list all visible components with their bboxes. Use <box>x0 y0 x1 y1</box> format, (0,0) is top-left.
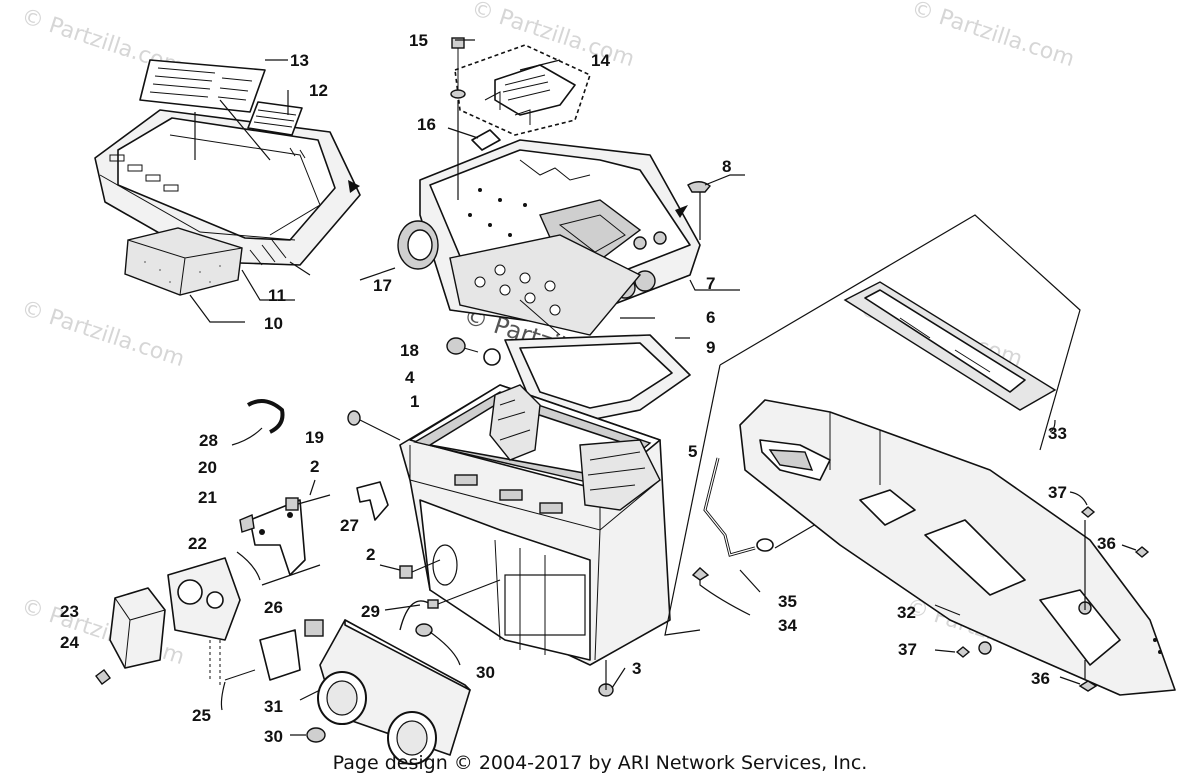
watermark-mid-left: © Partzilla.com <box>18 296 187 372</box>
part-23-box <box>109 587 166 669</box>
callout-29: 29 <box>361 602 380 621</box>
callout-23: 23 <box>60 602 79 621</box>
part-10-foam-filter <box>124 227 243 296</box>
callout-27: 27 <box>340 516 359 535</box>
part-34-screw <box>691 567 751 616</box>
page-footer: Page design © 2004-2017 by ARI Network S… <box>332 752 868 774</box>
part-24-screw <box>95 669 111 685</box>
part-11-cover <box>94 109 361 266</box>
callout-18: 18 <box>400 341 419 360</box>
callout-36-upper: 36 <box>1097 534 1116 553</box>
part-15-bolt <box>450 37 466 200</box>
part-6-foam-pad <box>449 234 642 336</box>
callout-2-upper: 2 <box>310 457 319 476</box>
part-14-module <box>454 44 591 136</box>
part-36-nut-upper <box>1134 546 1150 558</box>
part-33-gasket <box>843 281 1057 411</box>
part-35-rod <box>703 457 774 557</box>
callout-22: 22 <box>188 534 207 553</box>
callout-14: 14 <box>591 51 610 70</box>
callout-9: 9 <box>706 338 715 357</box>
arrow-indicator-icon <box>675 205 688 218</box>
part-37-screw-upper <box>1080 506 1096 518</box>
part-16-tag <box>471 129 501 151</box>
callout-12: 12 <box>309 81 328 100</box>
part-25-screw <box>224 669 256 681</box>
callout-17: 17 <box>373 276 392 295</box>
callout-11: 11 <box>268 286 286 305</box>
part-2-spacer-upper <box>285 497 299 511</box>
callout-37-lower: 37 <box>898 640 917 659</box>
part-4-foam <box>489 384 541 461</box>
callout-34: 34 <box>778 616 797 635</box>
watermark-top-right: © Partzilla.com <box>908 0 1077 72</box>
callout-13: 13 <box>290 51 309 70</box>
callout-30-upper: 30 <box>476 663 495 682</box>
part-26-bushing <box>304 619 324 637</box>
callout-8: 8 <box>722 157 731 176</box>
part-22-actuator <box>167 557 241 685</box>
callout-25: 25 <box>192 706 211 725</box>
callout-37-upper: 37 <box>1048 483 1067 502</box>
part-8-screw <box>687 181 711 240</box>
callout-1: 1 <box>410 392 419 411</box>
part-17-grommet <box>397 220 439 270</box>
callout-labels: 1 2 2 3 4 5 6 7 8 9 10 11 12 13 14 15 16… <box>60 31 1116 746</box>
callout-2-lower: 2 <box>366 545 375 564</box>
callout-35: 35 <box>778 592 797 611</box>
callout-32: 32 <box>897 603 916 622</box>
part-30-cap-upper <box>415 623 433 637</box>
callout-5: 5 <box>688 442 697 461</box>
part-30-cap-lower <box>306 727 326 743</box>
part-31-intake-duct <box>317 619 471 765</box>
part-28-clamp <box>246 399 285 434</box>
callout-19: 19 <box>305 428 324 447</box>
arrow-indicator-icon <box>348 180 360 193</box>
part-21-bolt <box>239 514 255 533</box>
callout-26: 26 <box>264 598 283 617</box>
part-13-label <box>139 59 266 113</box>
part-37-screw-lower <box>955 646 971 658</box>
callout-31: 31 <box>264 697 283 716</box>
callout-24: 24 <box>60 633 79 652</box>
part-9-tray <box>504 334 691 421</box>
callout-10: 10 <box>264 314 283 333</box>
callout-21: 21 <box>198 488 217 507</box>
part-12-label <box>247 101 303 136</box>
callout-33: 33 <box>1048 424 1067 443</box>
callout-3: 3 <box>632 659 641 678</box>
part-32-console <box>739 399 1176 696</box>
part-2-spacer-lower <box>399 565 413 579</box>
callout-6: 6 <box>706 308 715 327</box>
part-36-nut-lower <box>1078 680 1098 692</box>
callout-36-lower: 36 <box>1031 669 1050 688</box>
callout-4: 4 <box>405 368 415 387</box>
callout-28: 28 <box>199 431 218 450</box>
part-20-bracket <box>249 499 306 576</box>
callout-16: 16 <box>417 115 436 134</box>
part-19-washer <box>347 410 361 426</box>
callout-15: 15 <box>409 31 428 50</box>
part-5-foam <box>579 439 661 511</box>
callout-20: 20 <box>198 458 217 477</box>
callout-30-lower: 30 <box>264 727 283 746</box>
part-27-clip <box>356 481 389 521</box>
callout-7: 7 <box>706 274 715 293</box>
part-18-knob <box>446 337 501 366</box>
